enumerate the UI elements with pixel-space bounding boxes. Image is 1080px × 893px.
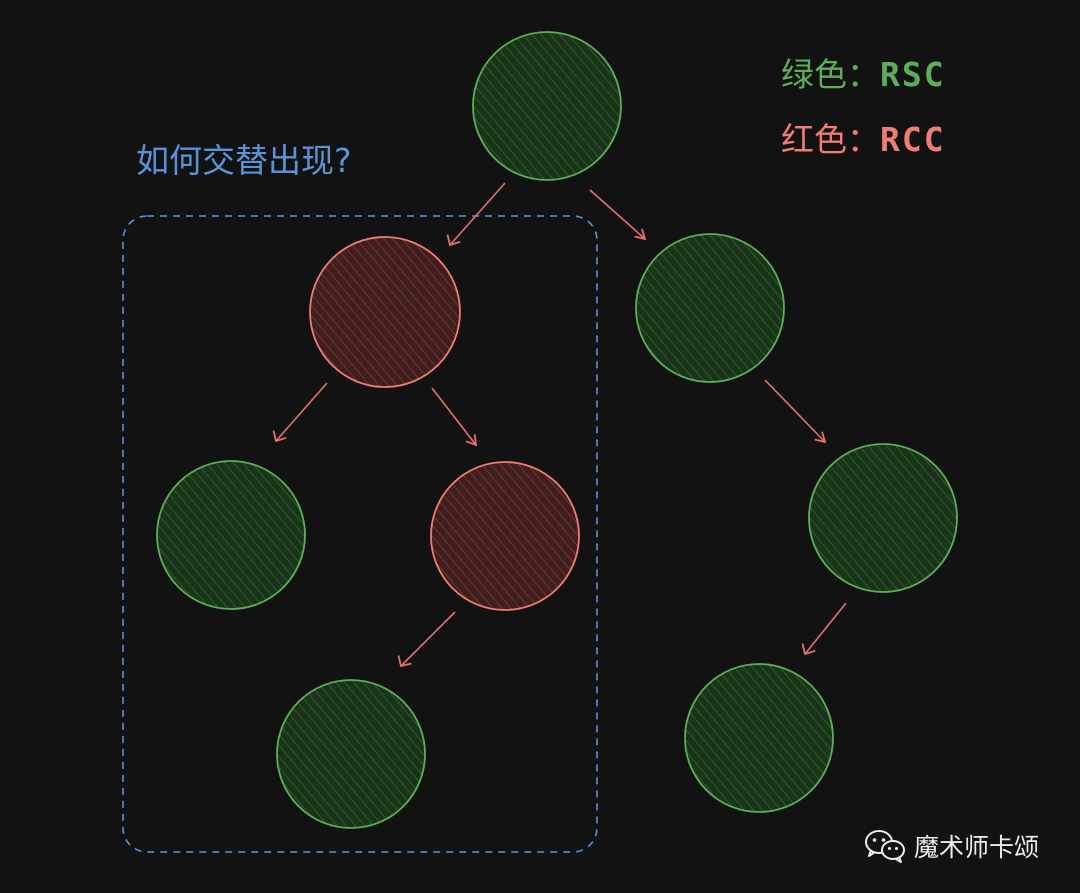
legend-rsc-label: 绿色: [781, 55, 847, 94]
edge-left-leftright: [431, 387, 478, 447]
legend-rcc-label: 红色: [781, 120, 847, 159]
legend-rcc: 红色：RCC: [781, 120, 946, 160]
legend-rcc-separator: ：: [847, 120, 880, 159]
wechat-icon: [865, 830, 905, 863]
node-root: [472, 31, 622, 181]
node-left-right: [430, 461, 580, 611]
group-box: [122, 215, 598, 853]
edge-root-left: [446, 182, 506, 247]
question-label: 如何交替出现?: [136, 141, 352, 180]
watermark-text: 魔术师卡颂: [914, 833, 1040, 862]
node-right-child: [808, 443, 958, 593]
nodes: [156, 31, 958, 829]
edge-root-right: [589, 189, 647, 241]
watermark: 魔术师卡颂: [864, 826, 1039, 866]
legend-rsc: 绿色：RSC: [781, 55, 946, 95]
edges: [272, 182, 847, 668]
node-left-left: [156, 460, 306, 610]
node-right: [635, 233, 785, 383]
edge-left-leftleft: [272, 382, 328, 443]
edge-rightchild-grandchild: [801, 602, 847, 656]
node-left-right-child: [276, 679, 426, 829]
legend-rcc-code: RCC: [880, 120, 946, 159]
legend-rsc-code: RSC: [880, 55, 946, 94]
node-left: [309, 236, 461, 388]
node-right-grandchild: [684, 663, 834, 813]
edge-leftright-child: [397, 611, 456, 668]
legend-rsc-separator: ：: [847, 55, 880, 94]
edge-right-child: [764, 379, 827, 444]
